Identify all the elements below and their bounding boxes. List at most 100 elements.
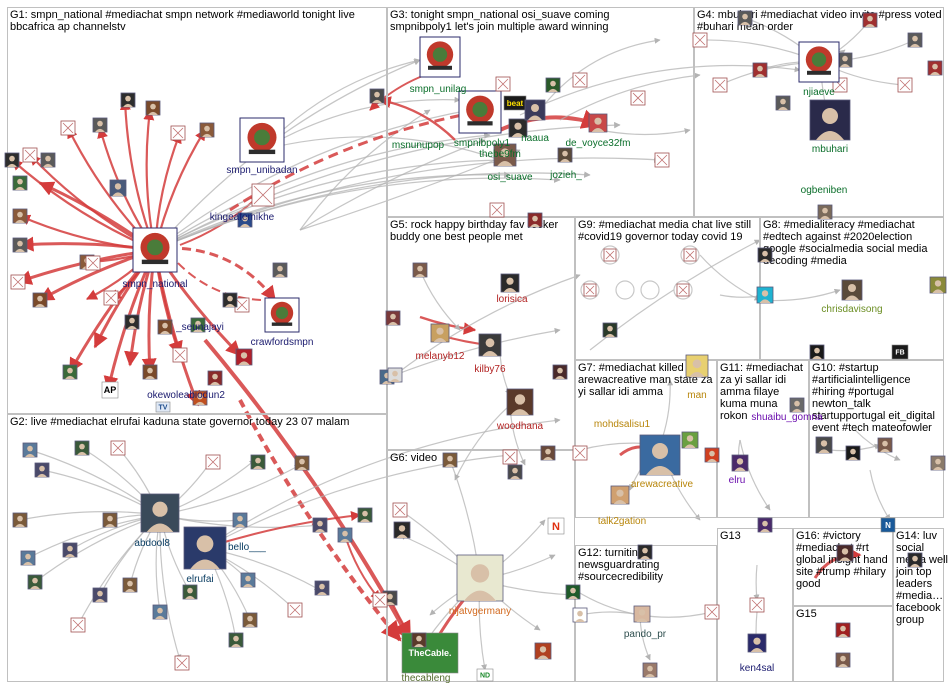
avatar-icon[interactable]: [192, 390, 208, 406]
smpn-logo-icon[interactable]: [264, 297, 300, 333]
avatar-icon[interactable]: [809, 344, 825, 360]
avatar-icon[interactable]: [752, 62, 768, 78]
avatar-icon[interactable]: [393, 521, 411, 539]
avatar-icon[interactable]: [877, 437, 893, 453]
avatar-icon[interactable]: [704, 447, 720, 463]
avatar-icon[interactable]: [493, 143, 517, 167]
avatar-icon[interactable]: [12, 175, 28, 191]
avatar-icon[interactable]: [637, 544, 653, 560]
avatar-icon[interactable]: [456, 554, 504, 602]
avatar-icon[interactable]: [74, 440, 90, 456]
avatar-icon[interactable]: [478, 333, 502, 357]
avatar-icon[interactable]: [385, 310, 401, 326]
avatar-icon[interactable]: [500, 273, 520, 293]
avatar-icon[interactable]: [907, 552, 923, 568]
avatar-icon[interactable]: [681, 431, 699, 449]
avatar-icon[interactable]: [817, 204, 833, 220]
avatar-icon[interactable]: [540, 445, 556, 461]
avatar-icon[interactable]: [642, 662, 658, 678]
avatar-icon[interactable]: [12, 512, 28, 528]
avatar-icon[interactable]: [124, 314, 140, 330]
avatar-icon[interactable]: [907, 32, 923, 48]
avatar-icon[interactable]: [756, 286, 774, 304]
avatar-icon[interactable]: [565, 584, 581, 600]
avatar-icon[interactable]: [685, 354, 709, 378]
avatar-icon[interactable]: [841, 279, 863, 301]
smpn-logo-icon[interactable]: [239, 117, 285, 163]
avatar-icon[interactable]: [22, 442, 38, 458]
avatar-icon[interactable]: [40, 152, 56, 168]
avatar-icon[interactable]: [250, 454, 266, 470]
avatar-icon[interactable]: [12, 208, 28, 224]
avatar-icon[interactable]: [837, 52, 853, 68]
avatar-icon[interactable]: [145, 100, 161, 116]
avatar-icon[interactable]: [183, 526, 227, 570]
smpn-logo-icon[interactable]: [419, 36, 461, 78]
avatar-icon[interactable]: [122, 577, 138, 593]
avatar-icon[interactable]: [835, 622, 851, 638]
avatar-icon[interactable]: [314, 580, 330, 596]
avatar-icon[interactable]: [20, 550, 36, 566]
avatar-icon[interactable]: [152, 604, 168, 620]
avatar-icon[interactable]: [140, 493, 180, 533]
avatar-icon[interactable]: [930, 455, 946, 471]
avatar-icon[interactable]: [242, 612, 258, 628]
avatar-icon[interactable]: [12, 237, 28, 253]
avatar-icon[interactable]: [109, 179, 127, 197]
avatar-icon[interactable]: [411, 632, 427, 648]
avatar-icon[interactable]: [92, 117, 108, 133]
avatar-icon[interactable]: [235, 348, 253, 366]
news-logo-icon[interactable]: FB: [891, 344, 909, 360]
avatar-icon[interactable]: [240, 572, 256, 588]
news-logo-icon[interactable]: ND: [476, 668, 494, 682]
avatar-icon[interactable]: [62, 364, 78, 380]
avatar-icon[interactable]: [775, 95, 791, 111]
avatar-icon[interactable]: [737, 10, 753, 26]
avatar-icon[interactable]: [789, 397, 805, 413]
avatar-icon[interactable]: [222, 292, 238, 308]
avatar-icon[interactable]: [430, 323, 450, 343]
avatar-icon[interactable]: [157, 319, 173, 335]
avatar-icon[interactable]: [27, 574, 43, 590]
news-logo-icon[interactable]: beat: [503, 95, 527, 111]
news-logo-icon[interactable]: AP: [101, 381, 119, 399]
avatar-icon[interactable]: [182, 584, 198, 600]
avatar-icon[interactable]: [572, 607, 588, 623]
avatar-icon[interactable]: [337, 527, 353, 543]
avatar-icon[interactable]: [507, 464, 523, 480]
avatar-icon[interactable]: [34, 462, 50, 478]
avatar-icon[interactable]: [120, 92, 136, 108]
news-logo-icon[interactable]: N: [880, 517, 896, 533]
avatar-icon[interactable]: [862, 12, 878, 28]
avatar-icon[interactable]: [62, 542, 78, 558]
avatar-icon[interactable]: [534, 642, 552, 660]
avatar-icon[interactable]: [639, 434, 681, 476]
avatar-icon[interactable]: [228, 632, 244, 648]
avatar-icon[interactable]: [190, 317, 206, 333]
avatar-icon[interactable]: [757, 247, 773, 263]
avatar-icon[interactable]: [32, 292, 48, 308]
avatar-icon[interactable]: [199, 122, 215, 138]
avatar-icon[interactable]: [369, 88, 385, 104]
news-logo-icon[interactable]: TV: [155, 401, 171, 413]
news-logo-icon[interactable]: TheCable.: [401, 632, 459, 674]
avatar-icon[interactable]: [524, 99, 546, 121]
avatar-icon[interactable]: [442, 452, 458, 468]
news-logo-icon[interactable]: N: [547, 517, 565, 535]
smpn-logo-icon[interactable]: [798, 41, 840, 83]
avatar-icon[interactable]: [92, 587, 108, 603]
avatar-icon[interactable]: [357, 507, 373, 523]
avatar-icon[interactable]: [557, 147, 573, 163]
avatar-icon[interactable]: [610, 485, 630, 505]
avatar-icon[interactable]: [508, 118, 528, 138]
avatar-icon[interactable]: [757, 517, 773, 533]
avatar-icon[interactable]: [237, 212, 253, 228]
avatar-icon[interactable]: [552, 364, 568, 380]
avatar-icon[interactable]: [545, 77, 561, 93]
avatar-icon[interactable]: [527, 212, 543, 228]
smpn-logo-icon[interactable]: [458, 90, 502, 134]
avatar-icon[interactable]: [747, 633, 767, 653]
avatar-icon[interactable]: [602, 322, 618, 338]
avatar-icon[interactable]: [731, 454, 749, 472]
avatar-icon[interactable]: [815, 436, 833, 454]
